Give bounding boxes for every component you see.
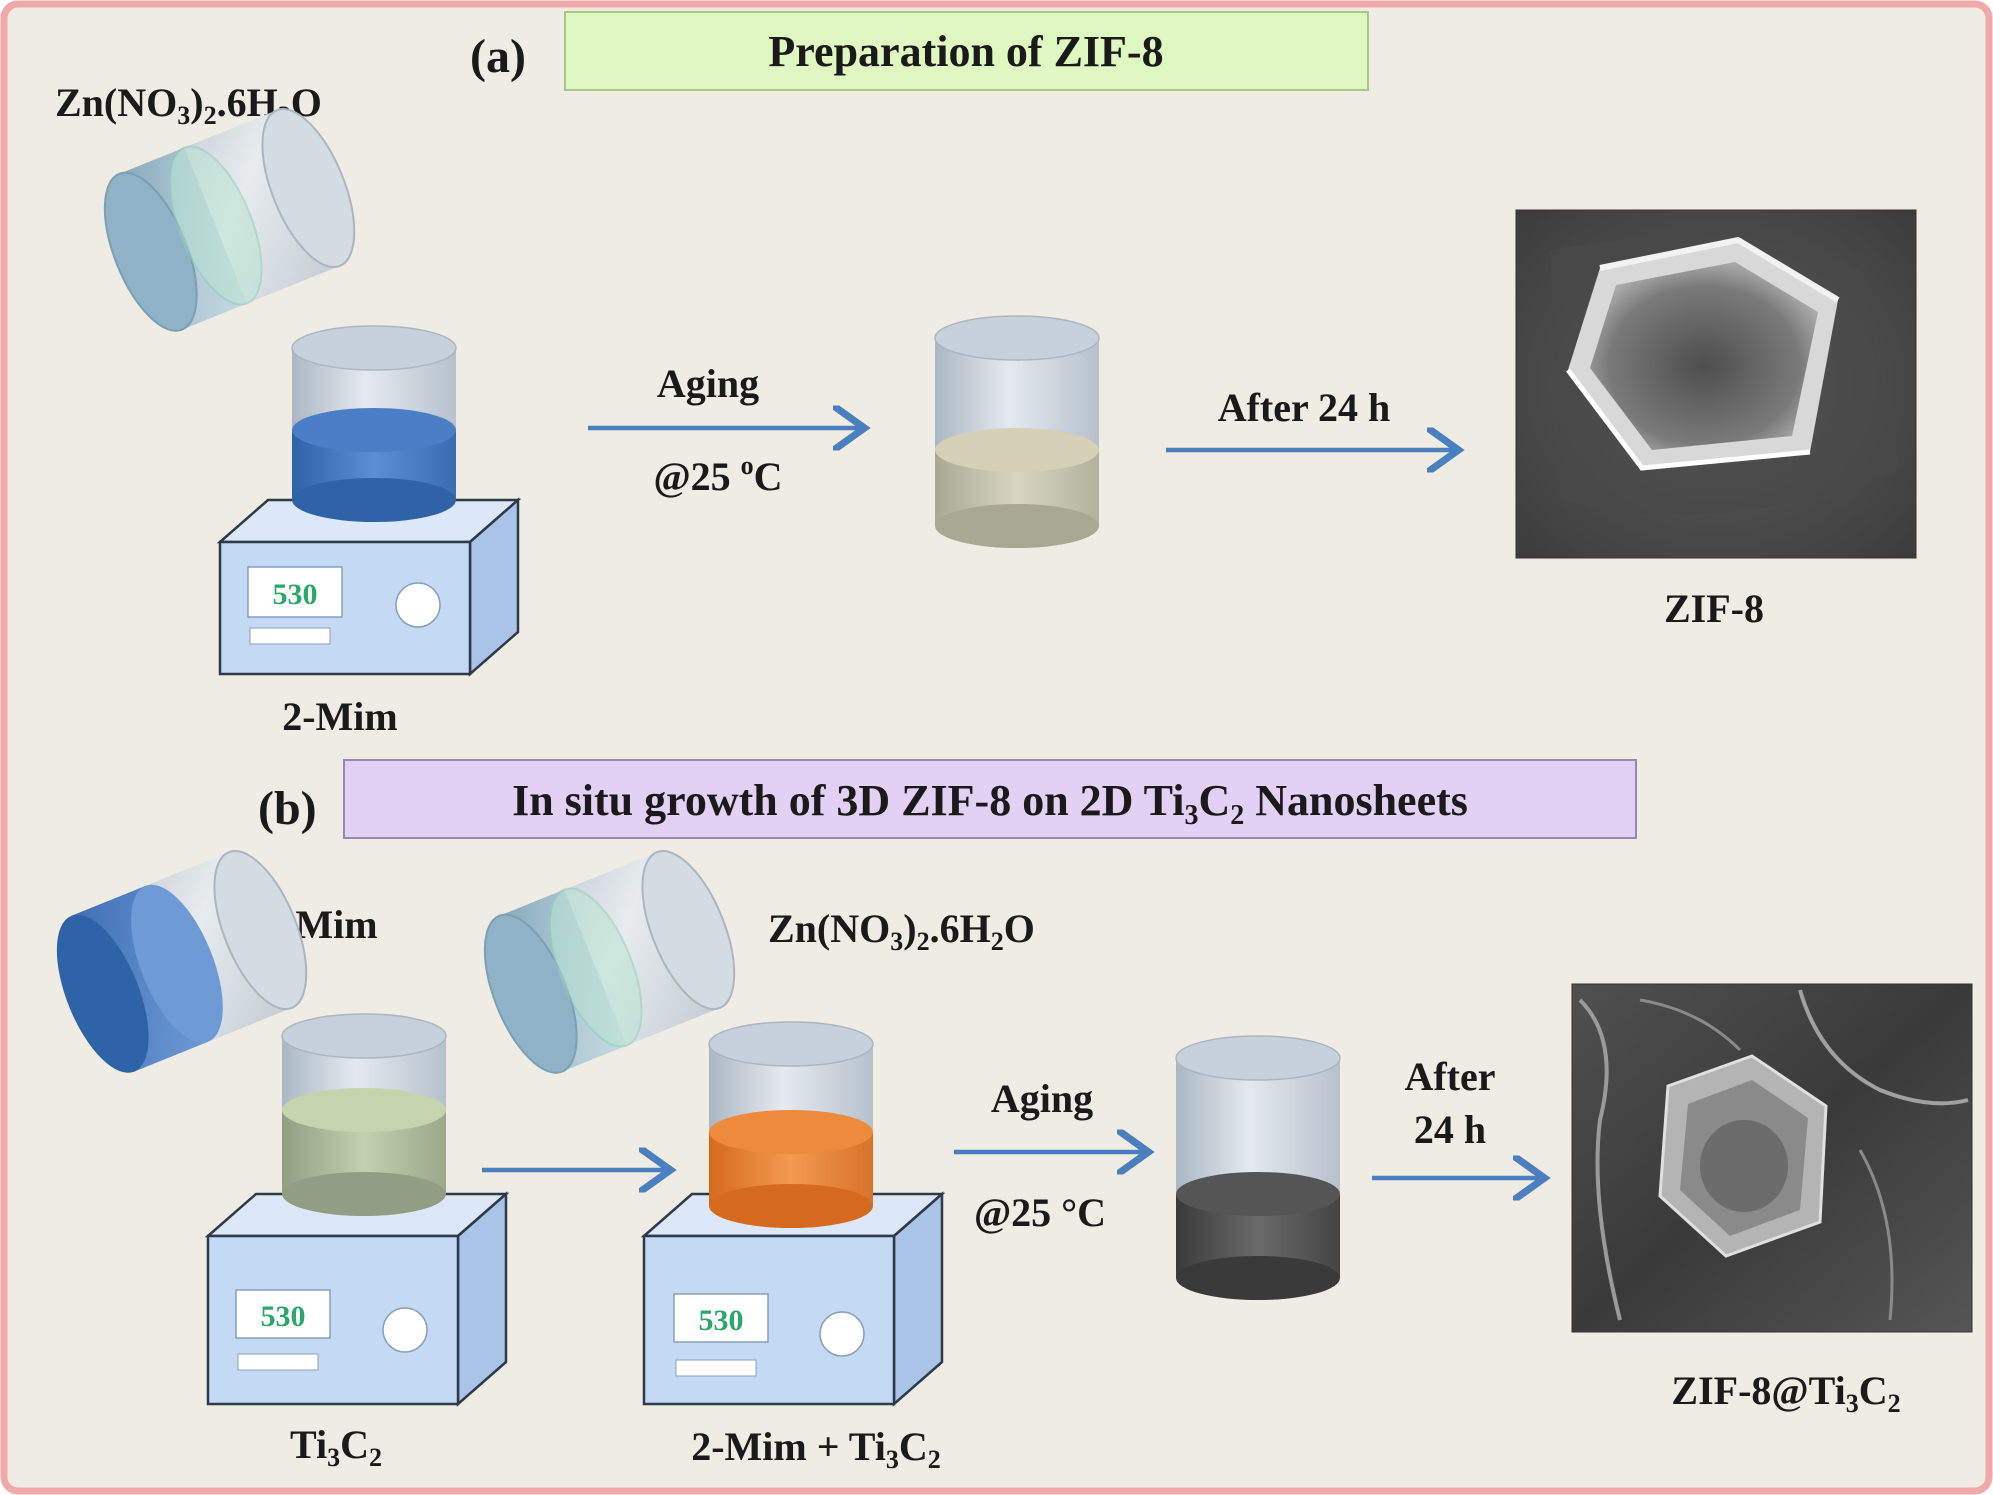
- panel-b-beaker-green: [281, 1013, 447, 1216]
- panel-b-stirrer2-knob: [819, 1311, 865, 1357]
- panel-b-title-box: [343, 759, 1637, 839]
- panel-b-beaker1-label: Ti3C2: [290, 1422, 382, 1472]
- panel-a-arrow1-bottom: @25 oC: [653, 451, 782, 499]
- panel-a-stirrer-knob: [395, 582, 441, 628]
- panel-a-letter: (a): [470, 30, 526, 83]
- panel-b-product-label: ZIF-8@Ti3C2: [1671, 1368, 1900, 1418]
- panel-b-arrow2-top: Aging: [991, 1076, 1093, 1121]
- panel-b-beaker2-label: 2-Mim + Ti3C2: [691, 1424, 941, 1474]
- panel-b-arrow3-line1: After: [1404, 1054, 1495, 1099]
- panel-b-letter: (b): [258, 782, 317, 835]
- panel-b-title: In situ growth of 3D ZIF-8 on 2D Ti3C2 N…: [512, 776, 1468, 831]
- panel-a-arrow1-top: Aging: [657, 361, 759, 406]
- panel-a-title: Preparation of ZIF-8: [768, 27, 1163, 76]
- panel-b-beaker-dark: [1175, 1035, 1341, 1300]
- panel-b-arrow3-line2: 24 h: [1414, 1107, 1486, 1152]
- panel-a-product-label: ZIF-8: [1664, 586, 1764, 631]
- panel-a-beaker-blue: [291, 325, 457, 522]
- panel-a-pouring-vial: [103, 108, 356, 332]
- panel-b-stirrer-1: 530: [204, 1191, 510, 1407]
- panel-a-beaker-label: 2-Mim: [282, 694, 398, 739]
- panel-b-arrow2-bottom: @25 °C: [974, 1190, 1106, 1235]
- panel-a-arrow2-top: After 24 h: [1218, 385, 1391, 430]
- panel-b-stirrer1-display: 530: [261, 1300, 306, 1333]
- panel-a-reagent-label: Zn(NO3)2.6H2O: [55, 80, 322, 130]
- panel-a-stirrer-display: 530: [273, 578, 318, 611]
- panel-b-beaker-orange: [708, 1021, 874, 1228]
- panel-b-pouring-vial-blue: [56, 850, 308, 1073]
- panel-b-stirrer1-knob: [382, 1307, 428, 1353]
- panel-b-pouring-vial-pale: [483, 850, 736, 1074]
- panel-b-reagent2-label: Zn(NO3)2.6H2O: [768, 906, 1035, 956]
- panel-a-stirrer: 530: [216, 497, 522, 677]
- panel-b-sem-image: [1571, 983, 1973, 1333]
- panel-a-title-box: [564, 11, 1369, 91]
- panel-b-stirrer2-display: 530: [699, 1304, 744, 1337]
- panel-a-beaker-beige: [934, 315, 1100, 548]
- panel-a-sem-image: [1515, 209, 1917, 559]
